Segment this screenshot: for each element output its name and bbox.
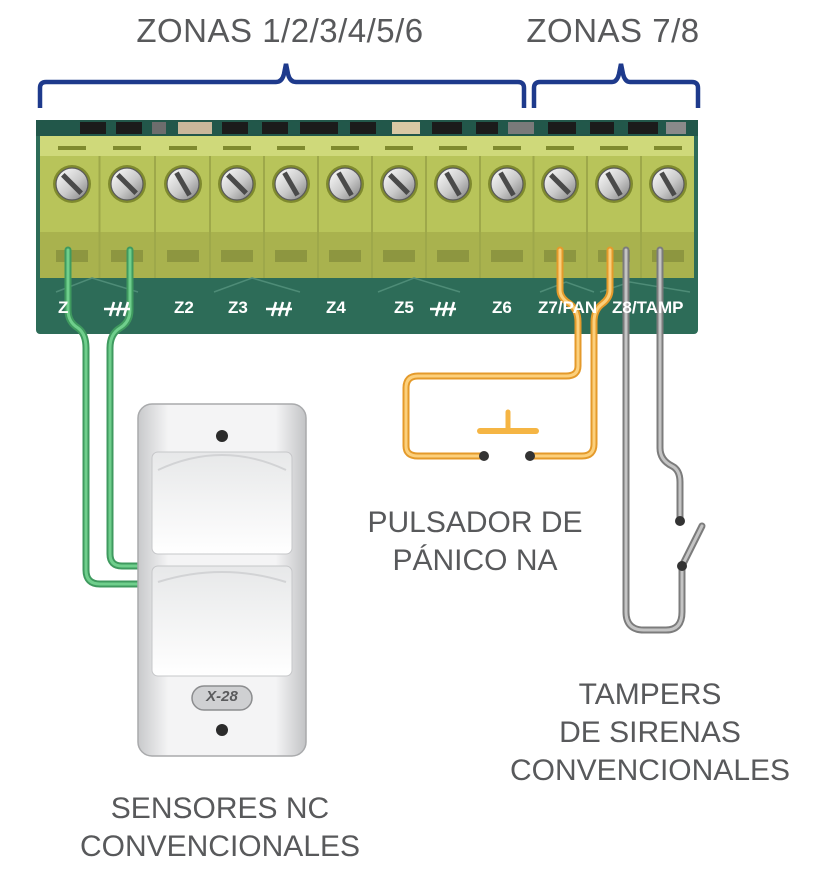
terminal-label: Z5 [394,298,414,317]
terminal-mark [385,146,413,150]
sensor-caption-line-2: CONVENCIONALES [79,830,361,863]
top-components [80,122,686,134]
terminal-label: Z7/PAN [538,298,598,317]
green-wires [64,246,144,588]
screw-slot [174,171,192,197]
terminal-mark [439,146,467,150]
terminal-divider [263,156,265,278]
terminal-label: Z6 [492,298,512,317]
panic-button-symbol [477,409,539,461]
bracket-right [531,63,701,108]
wire-socket [329,250,361,262]
terminal-mark [600,146,628,150]
screw-slot [549,173,571,195]
terminal-mark [546,146,574,150]
screw-slot [605,171,623,197]
wire-socket [491,250,523,262]
terminal-divider [209,156,211,278]
terminal-divider [371,156,373,278]
screw-slot [116,173,138,195]
wire-socket [56,250,88,262]
sensor-logo: X-28 [206,688,238,705]
terminal-label: Z4 [326,298,346,317]
screw-slot [659,171,677,197]
ground-icon [262,300,296,323]
screw-slot [282,171,300,197]
terminal-mark [493,146,521,150]
wire-socket [598,250,630,262]
wire-socket [167,250,199,262]
terminal-divider [532,156,535,278]
terminal-mark [58,146,86,150]
terminal-divider [317,156,319,278]
terminal-divider [154,156,156,278]
screw-slot [336,171,354,197]
screw-slot [444,171,462,197]
terminal-mark [223,146,251,150]
zones-7-8-title: ZONAS 7/8 [526,12,700,49]
terminal-label: Z3 [228,298,248,317]
terminal-divider [640,156,642,278]
sensor-caption-line-1: SENSORES NC [110,792,330,825]
panic-button-caption: PULSADOR DE PÁNICO NA [340,504,610,580]
tamper-caption-line-2: DE SIRENAS [559,716,741,749]
zones-1-6-title: ZONAS 1/2/3/4/5/6 [136,12,424,49]
tamper-caption-line-3: CONVENCIONALES [509,754,791,787]
pir-sensor [137,403,307,757]
sensors-caption: SENSORES NC CONVENCIONALES [40,790,400,866]
terminal-label: Z2 [174,298,194,317]
terminal-divider [98,156,101,278]
terminal-mark [331,146,359,150]
screw-slot [388,173,410,195]
ground-icon [426,300,460,323]
wire-socket [221,250,253,262]
screw-slot [226,173,248,195]
wire-socket [275,250,307,262]
tampers-caption: TAMPERS DE SIRENAS CONVENCIONALES [480,676,820,790]
panic-caption-line-2: PÁNICO NA [392,544,558,577]
terminal-divider [425,156,427,278]
terminal-mark [277,146,305,150]
terminal-mark [169,146,197,150]
orange-wires [402,246,614,460]
screw-slot [61,173,83,195]
ground-icon [100,300,134,323]
terminal-divider [479,156,481,278]
terminal-label: Z [58,298,69,317]
tamper-caption-line-1: TAMPERS [578,678,722,711]
wire-socket [383,250,415,262]
bracket-left [37,63,527,108]
terminal-mark [113,146,141,150]
terminal-label: Z8/TAMP [612,298,684,317]
wire-socket [437,250,469,262]
terminal-mark [654,146,682,150]
terminal-divider [586,156,588,278]
panic-caption-line-1: PULSADOR DE [367,506,583,539]
gray-wires [622,246,706,634]
screw-slot [498,171,516,197]
